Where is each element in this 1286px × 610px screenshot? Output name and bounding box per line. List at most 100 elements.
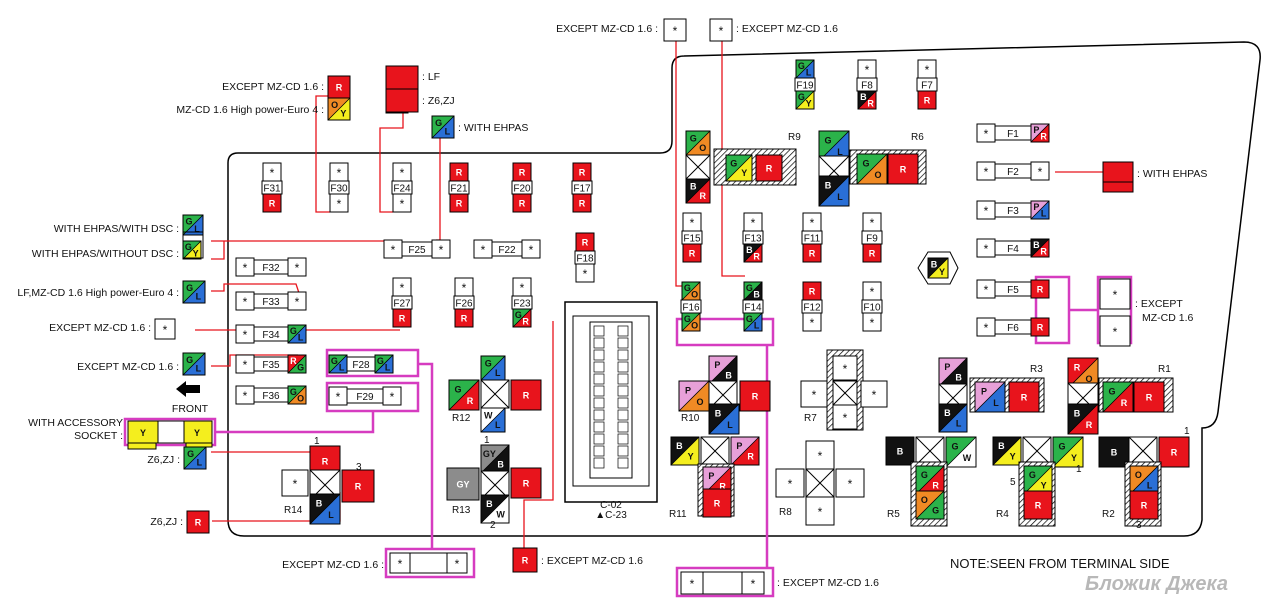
svg-text:*: *	[400, 197, 405, 211]
fuse-terminal-left: *	[235, 257, 255, 277]
svg-text:L: L	[754, 321, 760, 331]
svg-text:R: R	[290, 356, 297, 366]
fuse-terminal-right: *	[521, 239, 541, 259]
svg-text:*: *	[529, 243, 534, 257]
annotation-text: : Z6,ZJ	[422, 95, 455, 107]
svg-text:G: G	[824, 136, 831, 146]
fuse-f25: *F25*	[383, 239, 451, 259]
svg-text:R: R	[867, 99, 874, 109]
relay-terminal: GO	[856, 153, 888, 185]
svg-text:R: R	[752, 392, 759, 402]
pin-number: 1	[1076, 464, 1082, 475]
annotation-text: : EXCEPT MZ-CD 1.6	[541, 555, 643, 567]
fuse-terminal-right: RG	[287, 354, 307, 374]
terminal-except-mzcd: R	[327, 75, 351, 99]
fuse-f2: *F2*	[976, 161, 1050, 181]
pin-number: 1	[484, 435, 490, 446]
fuse-terminal-left: *	[328, 386, 348, 406]
annotation-text: NOTE:SEEN FROM TERMINAL SIDE	[950, 556, 1170, 571]
terminal-except-mzcd-f34: *	[154, 318, 176, 340]
svg-text:G: G	[435, 118, 442, 128]
connector-label: C-02	[600, 500, 622, 511]
terminal-except-right-1: *	[1099, 278, 1131, 310]
fuse-terminal-left: *	[473, 239, 493, 259]
svg-text:G: G	[331, 356, 338, 366]
terminal-with-ehpas: GL	[431, 115, 455, 139]
relay-coil	[1128, 436, 1158, 466]
svg-text:*: *	[810, 316, 815, 330]
svg-text:O: O	[1135, 470, 1142, 480]
fuse-label: F18	[576, 254, 594, 265]
diode-component: BY	[917, 251, 959, 285]
relay-terminal: R	[1133, 381, 1165, 413]
fuse-label: F19	[796, 81, 814, 92]
fuse-label: F25	[408, 245, 426, 256]
relay-terminal: R	[1023, 490, 1053, 520]
fuse-terminal-top: *	[857, 59, 877, 79]
svg-text:*: *	[872, 388, 877, 402]
svg-text:R: R	[523, 391, 530, 401]
svg-text:B: B	[690, 182, 697, 192]
svg-text:G: G	[290, 326, 297, 336]
svg-text:L: L	[837, 147, 843, 157]
svg-text:*: *	[848, 477, 853, 491]
svg-text:G: G	[1108, 387, 1115, 397]
svg-text:B: B	[825, 181, 832, 191]
annotation-text: Z6,ZJ :	[150, 516, 183, 528]
fuse-terminal-right: *	[382, 386, 402, 406]
annotation-text: EXCEPT MZ-CD 1.6 :	[77, 361, 179, 373]
relay-r8: ****R8	[775, 440, 865, 526]
svg-text:*: *	[400, 166, 405, 180]
svg-text:R: R	[322, 457, 329, 467]
svg-text:R: R	[461, 314, 468, 324]
svg-text:Y: Y	[741, 168, 747, 178]
fuse-terminal-left: *	[976, 279, 996, 299]
svg-text:*: *	[390, 390, 395, 404]
svg-text:W: W	[963, 453, 972, 463]
fuse-terminal-right: *	[287, 257, 307, 277]
relay-label: R1	[1158, 364, 1171, 375]
svg-text:Y: Y	[1041, 481, 1047, 491]
svg-text:L: L	[993, 398, 999, 408]
fuse-f33: *F33*	[235, 291, 307, 311]
terminal-except-right-2: *	[1099, 315, 1131, 347]
terminal-bottom-mid-1: *	[680, 571, 704, 595]
svg-text:R: R	[336, 83, 343, 93]
relay-terminal: R	[887, 153, 919, 185]
svg-text:Y: Y	[194, 428, 200, 438]
fuse-label: F9	[866, 234, 878, 245]
svg-text:*: *	[439, 243, 444, 257]
fuse-terminal-bottom: R	[862, 243, 882, 263]
fuse-terminal-top: R	[512, 162, 532, 182]
svg-text:*: *	[337, 197, 342, 211]
svg-text:R: R	[399, 314, 406, 324]
svg-text:O: O	[921, 495, 928, 505]
svg-text:P: P	[685, 386, 691, 396]
connector-label: ▲C-23	[595, 510, 627, 521]
fuse-terminal-bottom: *	[392, 193, 412, 213]
svg-text:L: L	[837, 192, 843, 202]
relay-label: R4	[996, 509, 1009, 520]
svg-text:B: B	[746, 245, 753, 255]
terminal-bottom-mid-2: *	[741, 571, 765, 595]
relay-terminal: GO	[685, 130, 711, 156]
svg-text:R: R	[522, 317, 529, 327]
svg-text:R: R	[519, 199, 526, 209]
fuse-terminal-bottom: GL	[743, 312, 763, 332]
svg-text:B: B	[1074, 409, 1081, 419]
fuse-label: F34	[262, 330, 280, 341]
relay-terminal: B	[885, 436, 915, 466]
fuse-label: F29	[356, 392, 374, 403]
svg-text:R: R	[924, 96, 931, 106]
relay-coil	[685, 154, 711, 180]
relay-terminal: R	[755, 154, 783, 182]
svg-text:G: G	[185, 216, 192, 226]
fuse-label: F1	[1007, 129, 1019, 140]
terminal-bottom-left-2: *	[446, 552, 468, 574]
